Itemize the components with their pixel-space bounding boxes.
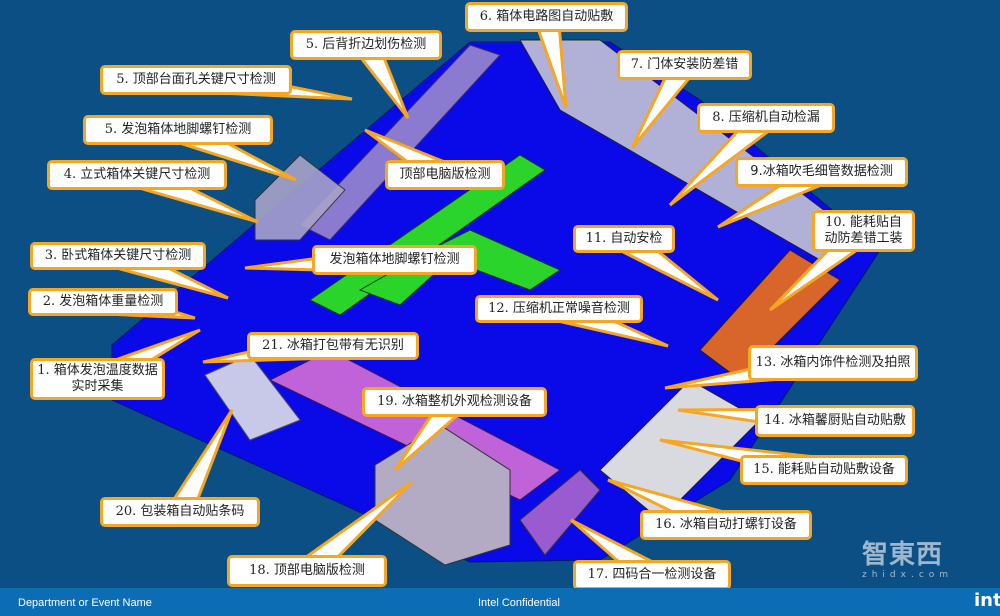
callout-label: 17. 四码合一检测设备 <box>573 560 731 590</box>
callout-label: 19. 冰箱整机外观检测设备 <box>362 387 547 417</box>
callout-label: 21. 冰箱打包带有无识别 <box>247 332 419 360</box>
callout-label: 8. 压缩机自动检漏 <box>697 103 835 133</box>
bottom-return-conveyor <box>519 469 601 556</box>
callout-label: 11. 自动安检 <box>573 225 675 253</box>
watermark-text: 智東西 <box>862 540 944 570</box>
callout-label: 顶部电脑版检测 <box>385 160 505 190</box>
callout-label: 7. 门体安装防差错 <box>617 50 752 80</box>
footer-confidential: Intel Confidential <box>478 597 560 609</box>
callout-label: 2. 发泡箱体重量检测 <box>28 288 178 316</box>
footer-bar: Department or Event Name Intel Confident… <box>0 588 1000 616</box>
callout-label: 13. 冰箱内饰件检测及拍照 <box>748 345 918 381</box>
callout-label: 9.冰箱吹毛细管数据检测 <box>735 157 908 187</box>
callout-label: 5. 顶部台面孔关键尺寸检测 <box>100 65 292 95</box>
footer-department: Department or Event Name <box>18 597 152 609</box>
callout-label: 18. 顶部电脑版检测 <box>227 555 387 587</box>
callout-label: 14. 冰箱馨厨贴自动贴敷 <box>755 405 915 437</box>
foaming-enclosure <box>254 154 346 241</box>
left-conveyor-green <box>309 154 546 316</box>
callout-label: 1. 箱体发泡温度数据实时采集 <box>30 358 165 400</box>
callout-label: 12. 压缩机正常噪音检测 <box>475 295 643 323</box>
callout-label: 15. 能耗贴自动贴敷设备 <box>740 455 908 485</box>
callout-label: 10. 能耗贴自动防差错工装 <box>812 210 915 252</box>
intel-logo: intel <box>974 590 1000 611</box>
callout-label: 3. 卧式箱体关键尺寸检测 <box>30 242 206 270</box>
callout-label: 20. 包装箱自动贴条码 <box>100 497 260 527</box>
callout-label: 发泡箱体地脚螺钉检测 <box>312 245 477 275</box>
callout-label: 5. 后背折边划伤检测 <box>290 30 442 60</box>
callout-label: 16. 冰箱自动打螺钉设备 <box>640 510 812 540</box>
watermark-subtext: zhidx.com <box>862 570 954 580</box>
callout-label: 6. 箱体电路图自动贴敷 <box>465 2 628 32</box>
callout-label: 4. 立式箱体关键尺寸检测 <box>47 160 227 190</box>
callout-label: 5. 发泡箱体地脚螺钉检测 <box>83 115 273 145</box>
